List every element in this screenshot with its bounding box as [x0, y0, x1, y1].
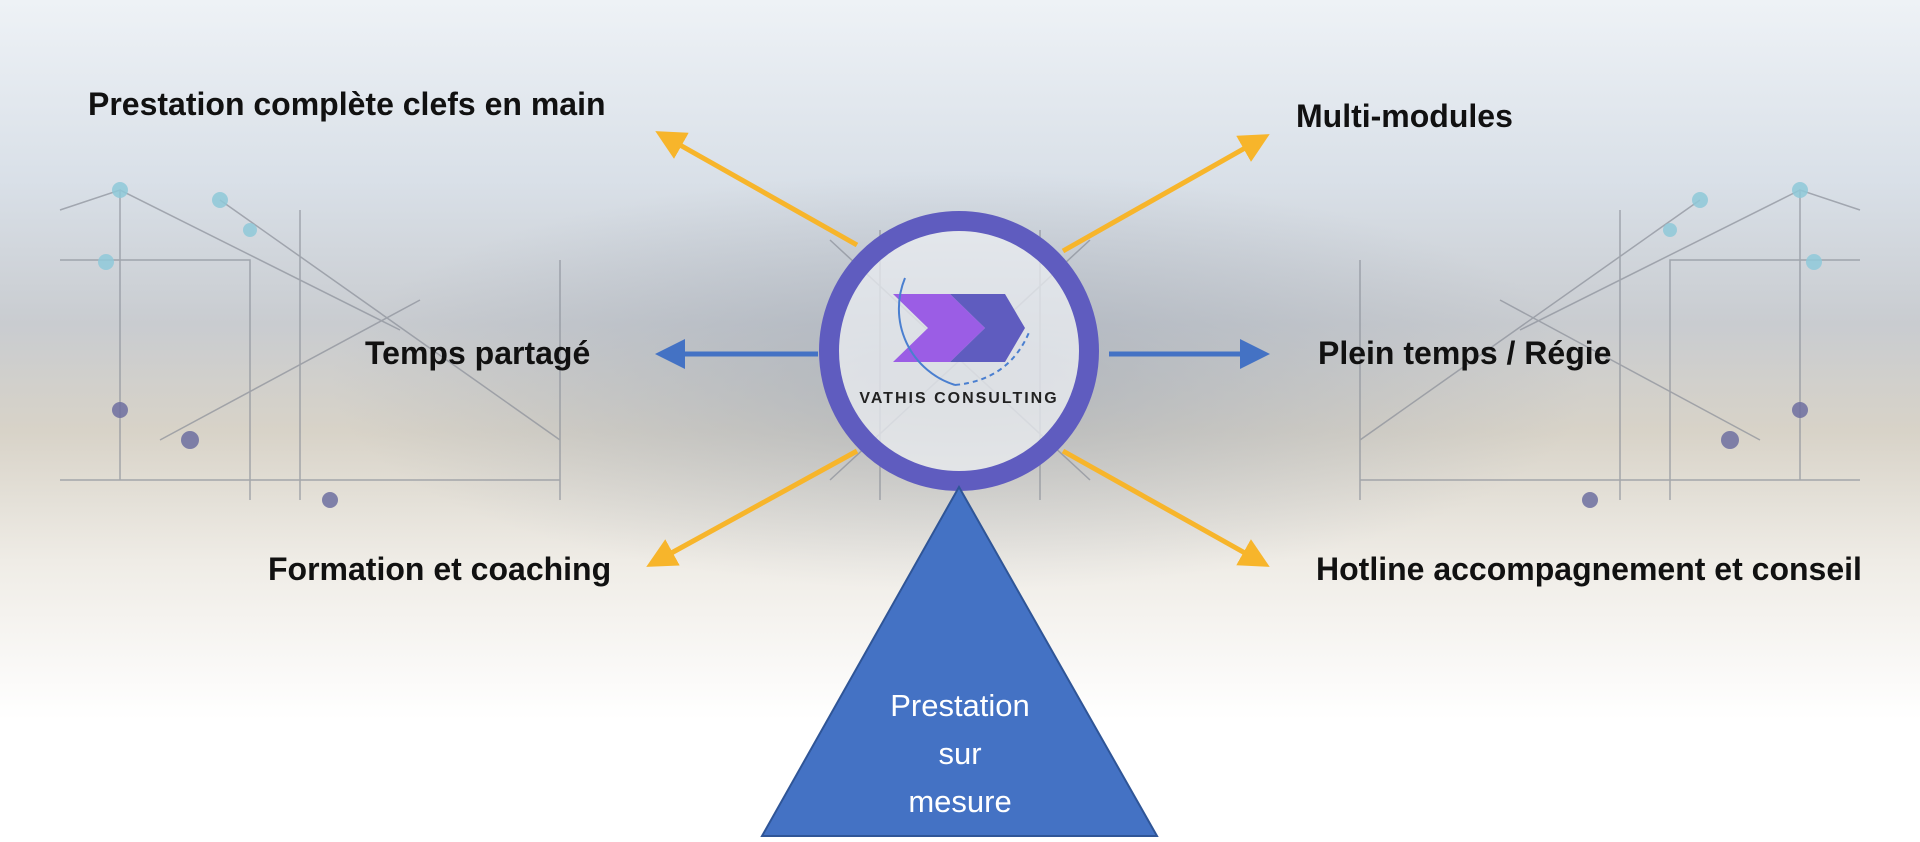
label-temps-partage: Temps partagé — [365, 335, 591, 371]
triangle-line-1: Prestation — [890, 688, 1030, 723]
label-multi-modules: Multi-modules — [1296, 98, 1513, 134]
logo-chevrons-icon — [893, 277, 1031, 386]
arrow-top-right — [1061, 134, 1270, 254]
arrow-top-left — [655, 131, 859, 248]
label-prestation-complete: Prestation complète clefs en main — [88, 86, 606, 122]
logo-ring — [819, 211, 1099, 491]
network-nodes — [98, 182, 1822, 508]
arrow-bottom-left — [646, 448, 859, 567]
triangle-line-2: sur — [938, 736, 982, 771]
logo-text: VATHIS CONSULTING — [859, 390, 1058, 407]
label-plein-temps: Plein temps / Régie — [1318, 335, 1612, 371]
triangle-text: Prestation sur mesure — [760, 682, 1160, 826]
triangle-line-3: mesure — [908, 784, 1012, 819]
label-formation: Formation et coaching — [268, 551, 612, 587]
label-hotline: Hotline accompagnement et conseil — [1316, 551, 1862, 587]
triangle-shape — [760, 484, 1159, 837]
arrow-bottom-right — [1061, 448, 1270, 567]
